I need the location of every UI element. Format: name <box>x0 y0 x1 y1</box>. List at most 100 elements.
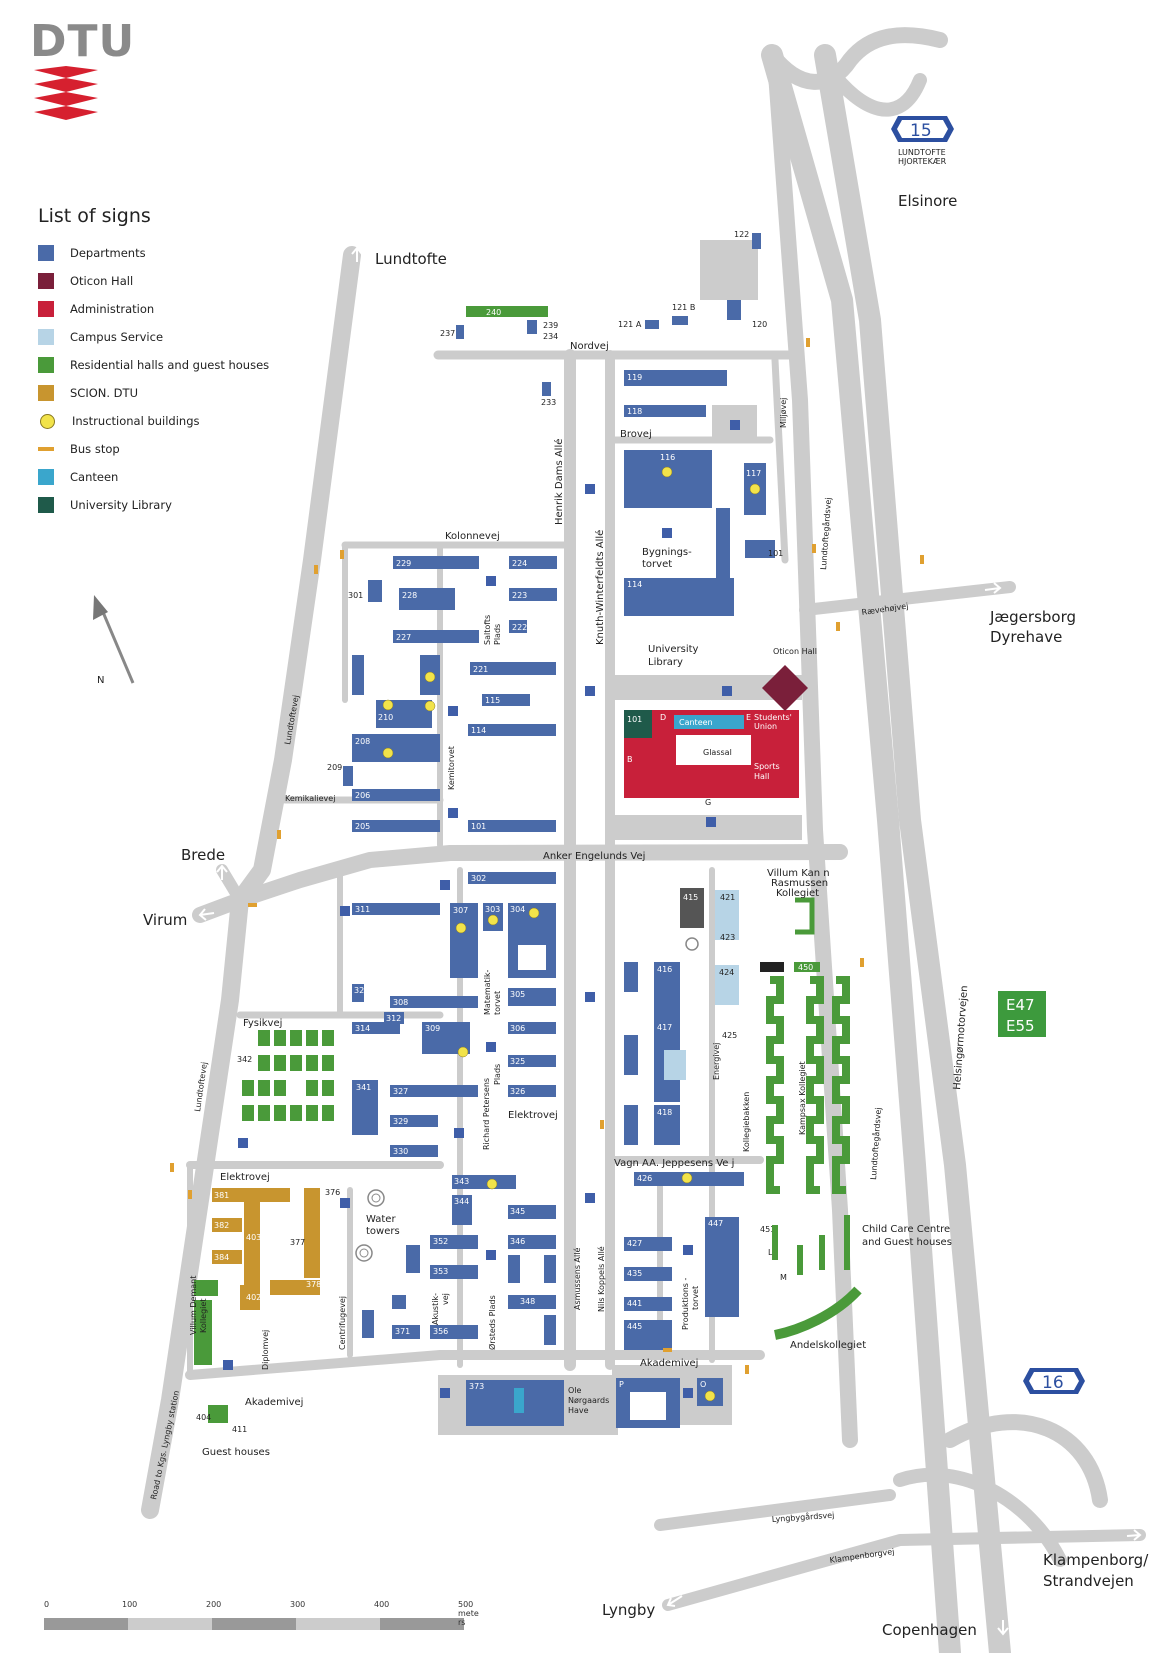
legend-swatch-icon <box>38 385 54 401</box>
building-116 <box>624 450 712 508</box>
building-303-label: 304 <box>510 905 525 914</box>
building-221-label: 221 <box>473 665 488 674</box>
north-label: N <box>97 675 104 686</box>
legend-swatch-icon <box>38 497 54 513</box>
building-344-label: 346 <box>510 1237 525 1246</box>
building-375-label: 381 <box>214 1191 229 1200</box>
building-426 <box>624 1320 672 1350</box>
building-224 <box>509 556 557 569</box>
kampsax-kollegiet-middle <box>806 976 824 1194</box>
building-355 <box>392 1325 420 1339</box>
building-382-label: 404 <box>196 1413 211 1422</box>
building-353 <box>406 1245 420 1273</box>
building-445-label: L <box>768 1248 773 1257</box>
building-232-label: 234 <box>543 332 558 341</box>
building-239 <box>352 655 364 695</box>
place-lyngby: Lyngby <box>602 1601 655 1619</box>
building-312 <box>352 1022 400 1034</box>
legend-swatch-icon <box>38 447 54 451</box>
legend-item-6: Instructional buildings <box>38 407 298 435</box>
building-404 <box>624 1105 638 1145</box>
area-andelskollegiet: Andelskollegiet <box>790 1340 866 1351</box>
legend-label: SCION. DTU <box>70 386 138 400</box>
motorway-east <box>814 44 1011 1657</box>
building-207 <box>352 789 440 801</box>
e-route-sign <box>998 991 1046 1037</box>
road-raevehojvej <box>799 581 1016 616</box>
building-426-label: 445 <box>627 1322 642 1331</box>
area-villum-demant-1: Villum Demant <box>189 1276 198 1335</box>
university-library-label-2: Library <box>648 657 683 668</box>
building-413-label: 417 <box>657 1023 672 1032</box>
scale-segment-2 <box>128 1618 212 1630</box>
sports-hall-label-1: Sports <box>754 762 780 771</box>
motorway-ramp-south <box>942 1414 1108 1508</box>
legend-item-7: Bus stop <box>38 435 298 463</box>
building-322-label: 326 <box>510 1087 525 1096</box>
building-342-label: 344 <box>454 1197 469 1206</box>
building-222-label: 222 <box>512 623 527 632</box>
building-119-label: 119 <box>627 373 642 382</box>
arrow-jaegersborg-icon <box>984 582 1002 594</box>
building-421-label: 426 <box>637 1174 652 1183</box>
scale-labels: 0 100 200 300 400 500 mete rs <box>44 1600 479 1627</box>
legend-label: Residential halls and guest houses <box>70 358 270 372</box>
legend-label: Oticon Hall <box>70 274 134 288</box>
road-label-centrifugevej: Centrifugevej <box>338 1296 347 1350</box>
building-206-label: 205 <box>355 822 370 831</box>
scale-label-0: 0 <box>44 1600 50 1609</box>
building-121b <box>672 316 688 325</box>
building-321 <box>508 1055 556 1067</box>
road-label-akustik-1: Akustik- <box>431 1293 440 1325</box>
road-label-saltofts-2: Plads <box>493 624 502 645</box>
scale-segment-5 <box>380 1618 464 1630</box>
building-412-label: 416 <box>657 965 672 974</box>
building-307-label: 308 <box>393 998 408 1007</box>
courtyard-451 <box>630 1392 666 1420</box>
building-441-label: 451 <box>760 1225 775 1234</box>
building-304 <box>508 988 556 1006</box>
building-341-label: 343 <box>454 1177 469 1186</box>
students-union-label-1: Students' <box>754 713 792 722</box>
road-label-matematiktorvet-2: torvet <box>493 991 502 1015</box>
guest-houses-buildings <box>208 1405 228 1423</box>
building-113-label: 101 <box>768 549 783 558</box>
building-325 <box>390 1085 478 1097</box>
building-403 <box>624 1035 638 1075</box>
legend-item-9: University Library <box>38 491 298 519</box>
building-450-label: O <box>700 1380 706 1389</box>
building-308-label: 309 <box>425 1024 440 1033</box>
scale-segment-4 <box>296 1618 380 1630</box>
building-205 <box>482 694 530 706</box>
north-arrowhead-icon <box>93 595 108 620</box>
area-water-towers-1: Water <box>366 1214 396 1225</box>
building-427 <box>705 1217 739 1317</box>
road-label-diplomvej: Diplomvej <box>261 1330 270 1370</box>
building-118-label: 118 <box>627 407 642 416</box>
route-15-label: 15 <box>910 121 932 141</box>
building-346-label: 348 <box>520 1297 535 1306</box>
legend-label: Departments <box>70 246 146 260</box>
courtyard-303 <box>518 945 546 970</box>
building-121b-label: 121 B <box>672 303 695 312</box>
legend-swatch-icon <box>38 245 54 261</box>
building-352-label: 356 <box>433 1327 448 1336</box>
building-121a-label: 121 A <box>618 320 642 329</box>
route-16-label: 16 <box>1042 1373 1064 1393</box>
building-414 <box>654 1105 680 1145</box>
place-copenhagen: Copenhagen <box>882 1621 977 1639</box>
road-label-energivej: Energivej <box>712 1043 721 1080</box>
building-301 <box>468 872 556 884</box>
building-101-library <box>624 710 652 738</box>
building-207-label: 206 <box>355 791 370 800</box>
scale-label-200: 200 <box>206 1600 222 1609</box>
legend-swatch-icon <box>38 301 54 317</box>
building-349-label: 353 <box>433 1267 448 1276</box>
legend-item-3: Campus Service <box>38 323 298 351</box>
building-222 <box>509 620 527 633</box>
arrow-copenhagen-icon <box>997 1620 1009 1636</box>
road-label-kampsax: Kampsax Kollegiet <box>798 1061 807 1135</box>
north-arrow-icon <box>98 604 135 684</box>
